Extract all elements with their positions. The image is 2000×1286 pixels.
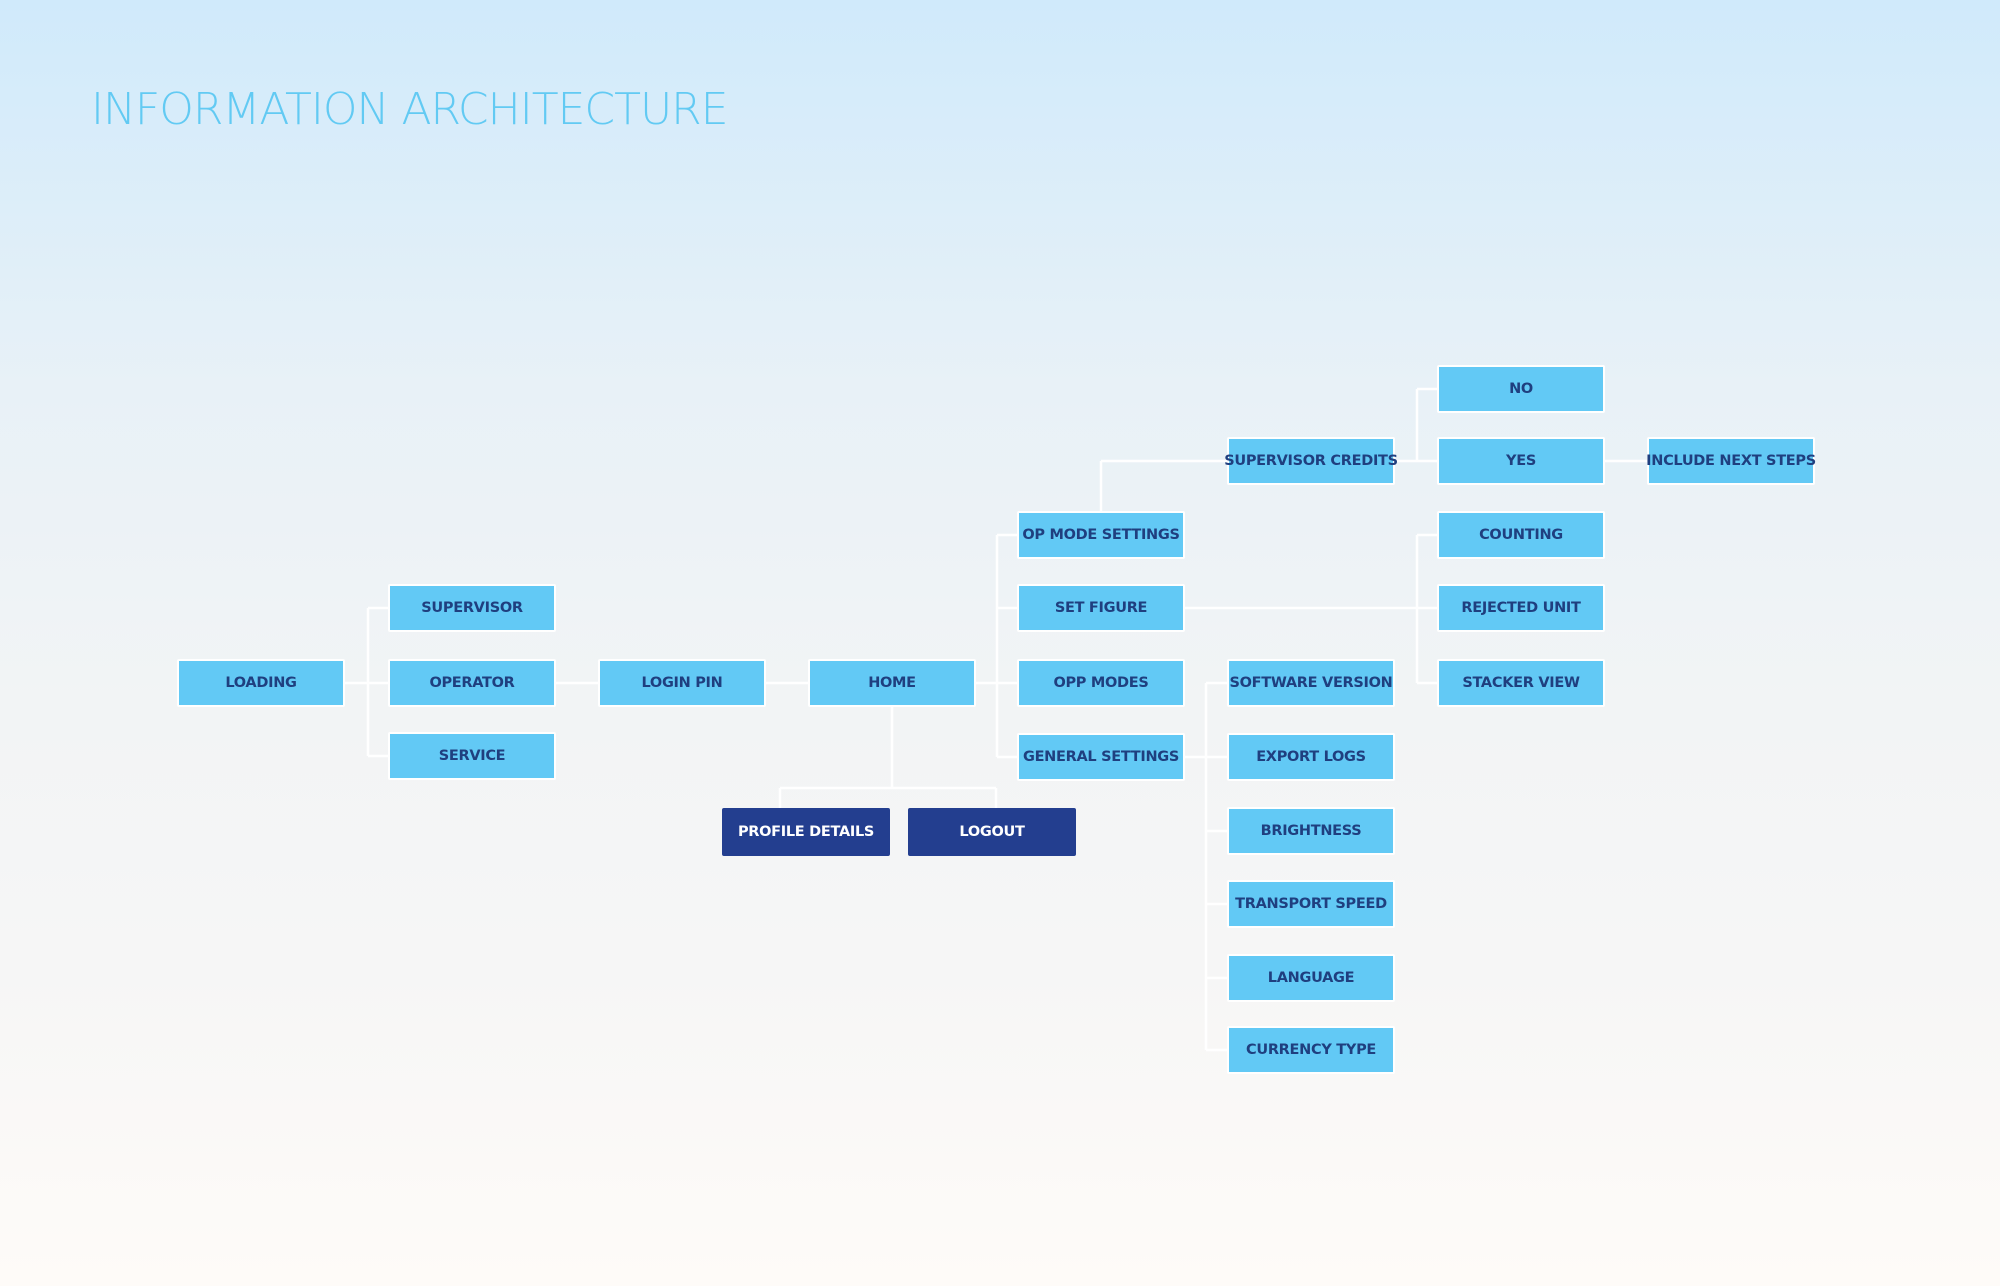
node-profile-details: PROFILE DETAILS	[722, 808, 890, 856]
node-transport-speed: TRANSPORT SPEED	[1227, 880, 1395, 928]
node-supervisor-credits: SUPERVISOR CREDITS	[1224, 437, 1398, 485]
node-software-version: SOFTWARE VERSION	[1227, 659, 1395, 707]
node-login-pin: LOGIN PIN	[598, 659, 766, 707]
node-logout: LOGOUT	[908, 808, 1076, 856]
node-currency-type: CURRENCY TYPE	[1227, 1026, 1395, 1074]
node-stacker-view: STACKER VIEW	[1437, 659, 1605, 707]
node-no: NO	[1437, 365, 1605, 413]
node-export-logs: EXPORT LOGS	[1227, 733, 1395, 781]
node-op-mode-settings: OP MODE SETTINGS	[1017, 511, 1185, 559]
node-operator: OPERATOR	[388, 659, 556, 707]
node-supervisor: SUPERVISOR	[388, 584, 556, 632]
node-include-next-steps: INCLUDE NEXT STEPS	[1646, 437, 1816, 485]
node-loading: LOADING	[177, 659, 345, 707]
node-counting: COUNTING	[1437, 511, 1605, 559]
node-service: SERVICE	[388, 732, 556, 780]
page-title: INFORMATION ARCHITECTURE	[91, 84, 729, 135]
node-set-figure: SET FIGURE	[1017, 584, 1185, 632]
node-language: LANGUAGE	[1227, 954, 1395, 1002]
node-yes: YES	[1437, 437, 1605, 485]
node-general-settings: GENERAL SETTINGS	[1017, 733, 1185, 781]
node-rejected-unit: REJECTED UNIT	[1437, 584, 1605, 632]
node-opp-modes: OPP MODES	[1017, 659, 1185, 707]
node-home: HOME	[808, 659, 976, 707]
node-brightness: BRIGHTNESS	[1227, 807, 1395, 855]
